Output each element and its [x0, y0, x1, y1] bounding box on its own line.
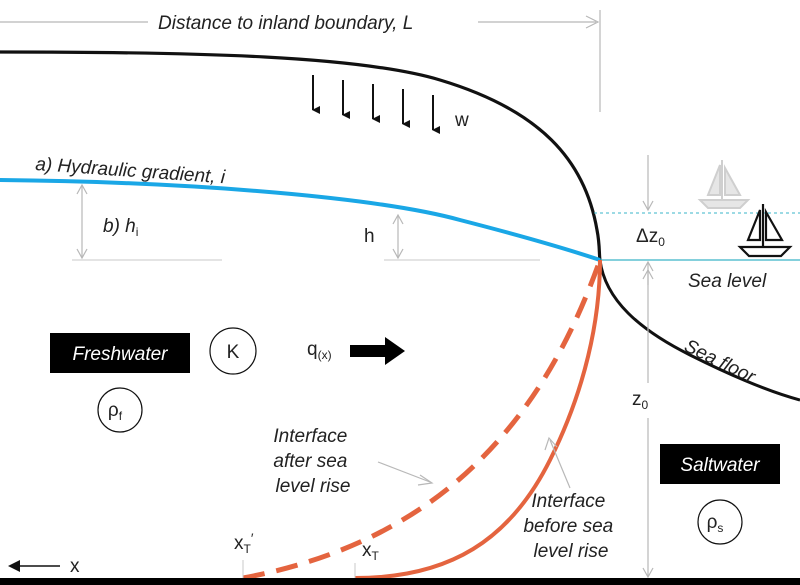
- saltwater-box: [660, 444, 780, 484]
- rho-f-main: ρ: [108, 400, 119, 421]
- delta-z0-subscript: 0: [658, 235, 665, 249]
- xt-prime-subscript: T: [244, 542, 252, 556]
- water-table-line: [0, 178, 601, 262]
- sailboat-current-icon: [737, 204, 793, 258]
- sea-floor-label: Sea floor: [681, 336, 759, 389]
- distance-dimension: [0, 10, 601, 112]
- xt-prime-mark: ′: [251, 530, 254, 546]
- delta-z0-label: Δz0: [636, 226, 665, 249]
- rho-f-circle: [97, 387, 143, 433]
- rho-s-main: ρ: [707, 512, 718, 533]
- delta-z0-main: Δz: [636, 226, 658, 247]
- hi-subscript: i: [136, 225, 139, 239]
- z0-main: z: [632, 389, 642, 410]
- q-subscript: (x): [318, 348, 332, 362]
- interface-after-pointer: [377, 461, 434, 486]
- distance-label: Distance to inland boundary, L: [158, 13, 413, 34]
- land-surface-line: [0, 50, 602, 261]
- interface-after-line2: after sea: [273, 451, 347, 472]
- h-label: h: [364, 226, 375, 247]
- k-circle: [209, 327, 257, 375]
- x-axis-arrow: [8, 560, 60, 572]
- hi-prefix: b) h: [103, 216, 136, 237]
- z0-dimension-arrow: [642, 268, 654, 579]
- sea-level-label: Sea level: [688, 271, 767, 292]
- xt-subscript: T: [372, 549, 380, 563]
- interface-before-line1: Interface: [531, 491, 605, 512]
- sea-floor-line: [598, 259, 800, 402]
- interface-before-line3: level rise: [534, 541, 609, 562]
- x-axis-label: x: [70, 556, 80, 577]
- k-label: K: [227, 342, 240, 363]
- interface-after-line3: level rise: [276, 476, 351, 497]
- interface-after-line1: Interface: [273, 426, 347, 447]
- hi-dimension-arrow: [76, 183, 88, 260]
- interface-before-label: Interface before sea level rise: [523, 491, 618, 562]
- rho-s-label: ρs: [707, 512, 724, 535]
- z0-label: z0: [632, 389, 649, 412]
- interface-after-line: [242, 259, 603, 581]
- interface-before-line: [354, 259, 602, 580]
- freshwater-label: Freshwater: [72, 344, 168, 365]
- z0-subscript: 0: [642, 398, 649, 412]
- rho-f-label: ρf: [108, 400, 123, 423]
- rho-f-subscript: f: [119, 409, 123, 423]
- recharge-arrows: [312, 75, 440, 134]
- interface-after-label: Interface after sea level rise: [273, 426, 352, 497]
- interface-before-pointer: [544, 436, 571, 489]
- recharge-label: w: [454, 110, 469, 131]
- interface-before-line2: before sea: [523, 516, 613, 537]
- delta-z0-arrows: [642, 155, 654, 285]
- xt-main: x: [362, 540, 372, 561]
- freshwater-box: [50, 333, 190, 373]
- xt-prime-label: xT′: [234, 530, 254, 556]
- saltwater-label: Saltwater: [680, 455, 760, 476]
- xt-label: xT: [362, 540, 380, 563]
- q-main: q: [307, 339, 318, 360]
- rho-s-subscript: s: [717, 521, 723, 535]
- q-label: q(x): [307, 339, 332, 362]
- xt-prime-main: x: [234, 533, 244, 554]
- h-dimension-arrow: [392, 213, 404, 260]
- rho-s-circle: [697, 499, 743, 545]
- bottom-boundary: [0, 578, 800, 585]
- sailboat-future-icon: [697, 160, 751, 209]
- flux-arrow-icon: [350, 337, 405, 365]
- hi-label: b) hi: [103, 216, 138, 239]
